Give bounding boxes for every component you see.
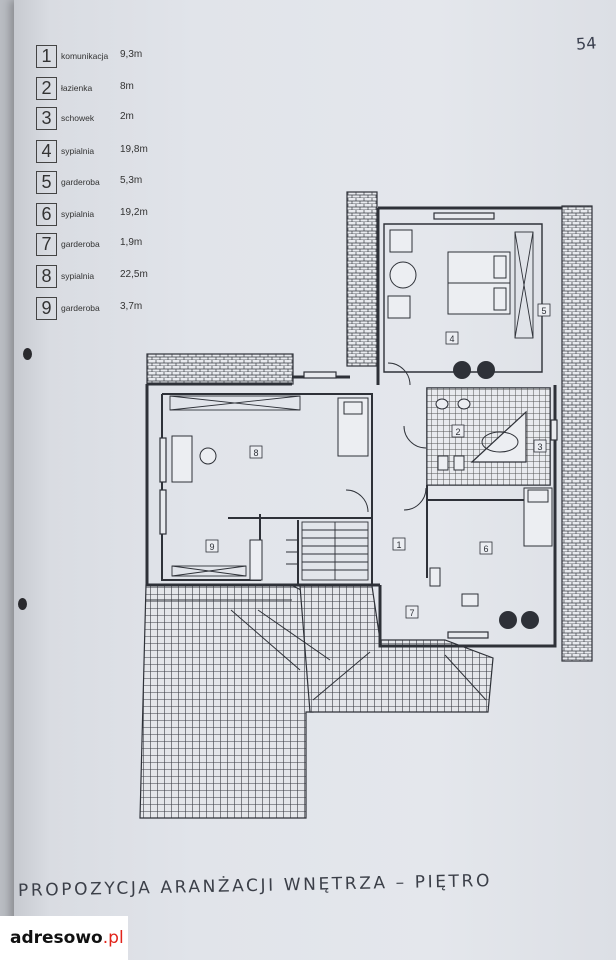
legend-room-name: garderoba — [61, 239, 100, 249]
legend-room-area: 9,3m — [120, 49, 143, 60]
room-4-label: 4 — [445, 331, 459, 345]
room-1-label: 1 — [392, 537, 406, 551]
room-number: 9 — [209, 542, 214, 552]
watermark-logo: adresowo.pl — [0, 916, 128, 960]
legend-room-area: 19,8m — [120, 144, 148, 155]
legend-number: 7 — [36, 233, 57, 256]
legend-room-name: schowek — [61, 113, 95, 123]
legend-row-2: 2 łazienka 8m — [36, 77, 186, 100]
legend-number: 2 — [36, 77, 57, 100]
legend-number: 5 — [36, 171, 57, 194]
legend-room-area: 1,9m — [120, 237, 143, 248]
legend-room-area: 5,3m — [120, 175, 143, 186]
room-number: 5 — [541, 306, 546, 316]
legend-room-name: łazienka — [61, 83, 93, 93]
room-number: 7 — [409, 608, 414, 618]
legend-number: 4 — [36, 140, 57, 163]
bathroom-fixtures — [426, 387, 551, 486]
legend-room-name: garderoba — [61, 303, 100, 313]
legend-room-area: 8m — [120, 81, 134, 92]
legend-number: 8 — [36, 265, 57, 288]
legend-room-area: 3,7m — [120, 301, 143, 312]
legend-number: 3 — [36, 107, 57, 130]
legend-number: 1 — [36, 45, 57, 68]
exterior-walls — [145, 206, 562, 648]
legend-room-name: garderoba — [61, 177, 100, 187]
watermark-tld: .pl — [102, 928, 124, 948]
legend-room-name: sypialnia — [61, 146, 95, 156]
furniture — [171, 229, 553, 607]
binding-hole — [23, 348, 32, 360]
legend-row-1: 1 komunikacja 9,3m — [36, 45, 186, 68]
room-2-label: 2 — [451, 424, 465, 438]
legend-row-8: 8 sypialnia 22,5m — [36, 265, 186, 288]
legend-row-7: 7 garderoba 1,9m — [36, 233, 186, 256]
room-number: 3 — [537, 442, 542, 452]
room-6-label: 6 — [479, 541, 493, 555]
legend-number: 6 — [36, 203, 57, 226]
legend-row-6: 6 sypialnia 19,2m — [36, 203, 186, 226]
legend-room-name: komunikacja — [61, 51, 109, 61]
door-swings — [345, 362, 427, 513]
legend-row-4: 4 sypialnia 19,8m — [36, 140, 186, 163]
room-9-label: 9 — [205, 539, 219, 553]
legend-row-9: 9 garderoba 3,7m — [36, 297, 186, 320]
windows — [159, 212, 558, 639]
brick-wall-top — [146, 353, 294, 385]
room-labels: 1 2 3 4 5 6 7 8 9 — [205, 303, 551, 619]
legend-room-name: sypialnia — [61, 271, 95, 281]
binding-hole — [18, 598, 27, 610]
room-number: 2 — [455, 427, 460, 437]
room-5-label: 5 — [537, 303, 551, 317]
legend-number: 9 — [36, 297, 57, 320]
room-number: 1 — [396, 540, 401, 550]
plants — [453, 361, 539, 629]
legend-row-5: 5 garderoba 5,3m — [36, 171, 186, 194]
room-7-label: 7 — [405, 605, 419, 619]
legend-row-3: 3 schowek 2m — [36, 107, 186, 130]
brick-wall-right — [561, 205, 593, 662]
staircase — [286, 521, 369, 581]
room-number: 8 — [253, 448, 258, 458]
room-3-label: 3 — [533, 439, 547, 453]
legend-room-area: 19,2m — [120, 207, 148, 218]
room-8-label: 8 — [249, 445, 263, 459]
legend-room-area: 22,5m — [120, 269, 148, 280]
legend-room-name: sypialnia — [61, 209, 95, 219]
room-number: 6 — [483, 544, 488, 554]
room-number: 4 — [449, 334, 454, 344]
wardrobes — [169, 231, 534, 577]
roof-area — [139, 584, 494, 819]
brick-wall-left — [346, 191, 378, 367]
watermark-brand: adresowo — [10, 928, 103, 948]
legend-room-area: 2m — [120, 111, 134, 122]
